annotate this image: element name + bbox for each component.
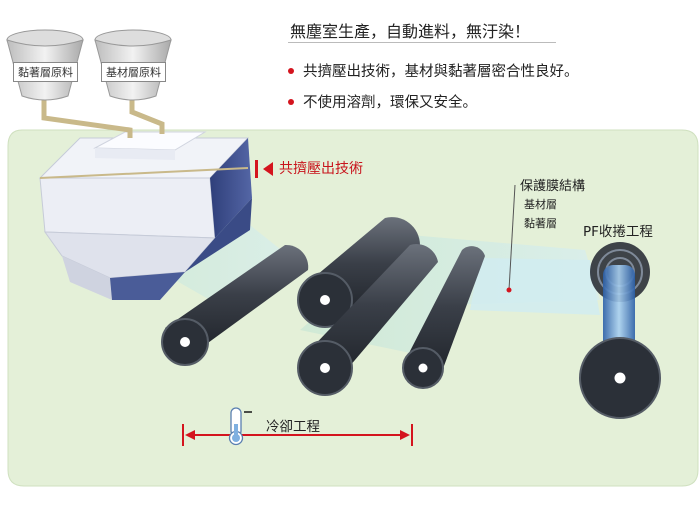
film-structure-pointer — [508, 184, 516, 291]
coextrusion-marker-bar — [255, 160, 258, 178]
cooling-span-arrow — [182, 424, 413, 446]
adhesive-hopper-label: 黏著層原料 — [13, 62, 78, 82]
film-layer-adhesive: 黏著層 — [524, 217, 557, 230]
cooling-roller-2 — [297, 217, 420, 328]
bullet-2: 不使用溶劑，環保又安全。 — [288, 91, 477, 112]
film-layer-substrate: 基材層 — [524, 198, 557, 211]
film-web-winding — [470, 258, 600, 315]
headline-divider — [288, 42, 556, 43]
headline: 無塵室生產，自動進料，無汙染！ — [290, 22, 531, 41]
cooling-roller-1 — [161, 244, 309, 366]
bullet-1-text: 共擠壓出技術，基材與黏著層密合性良好。 — [303, 64, 579, 80]
bullet-1: 共擠壓出技術，基材與黏著層密合性良好。 — [288, 60, 579, 81]
substrate-hopper-label: 基材層原料 — [101, 62, 166, 82]
coextrusion-label: 共擠壓出技術 — [279, 161, 363, 177]
cooling-label: 冷卻工程 — [266, 419, 320, 435]
film-structure-title: 保護膜結構 — [520, 179, 586, 194]
bullet-dot — [288, 98, 294, 105]
thermometer-icon — [228, 407, 252, 446]
pf-winding-spool — [579, 242, 661, 419]
bullet-2-text: 不使用溶劑，環保又安全。 — [303, 95, 477, 111]
substrate-feed-pipe — [129, 96, 165, 134]
bullet-dot — [288, 67, 294, 74]
adhesive-feed-pipe — [41, 95, 133, 138]
coextrusion-marker-arrow — [263, 162, 273, 176]
extruder — [38, 131, 252, 300]
pf-winding-label: PF收捲工程 — [583, 224, 653, 240]
cooling-roller-3 — [297, 244, 438, 396]
cooling-roller-4 — [402, 246, 485, 389]
